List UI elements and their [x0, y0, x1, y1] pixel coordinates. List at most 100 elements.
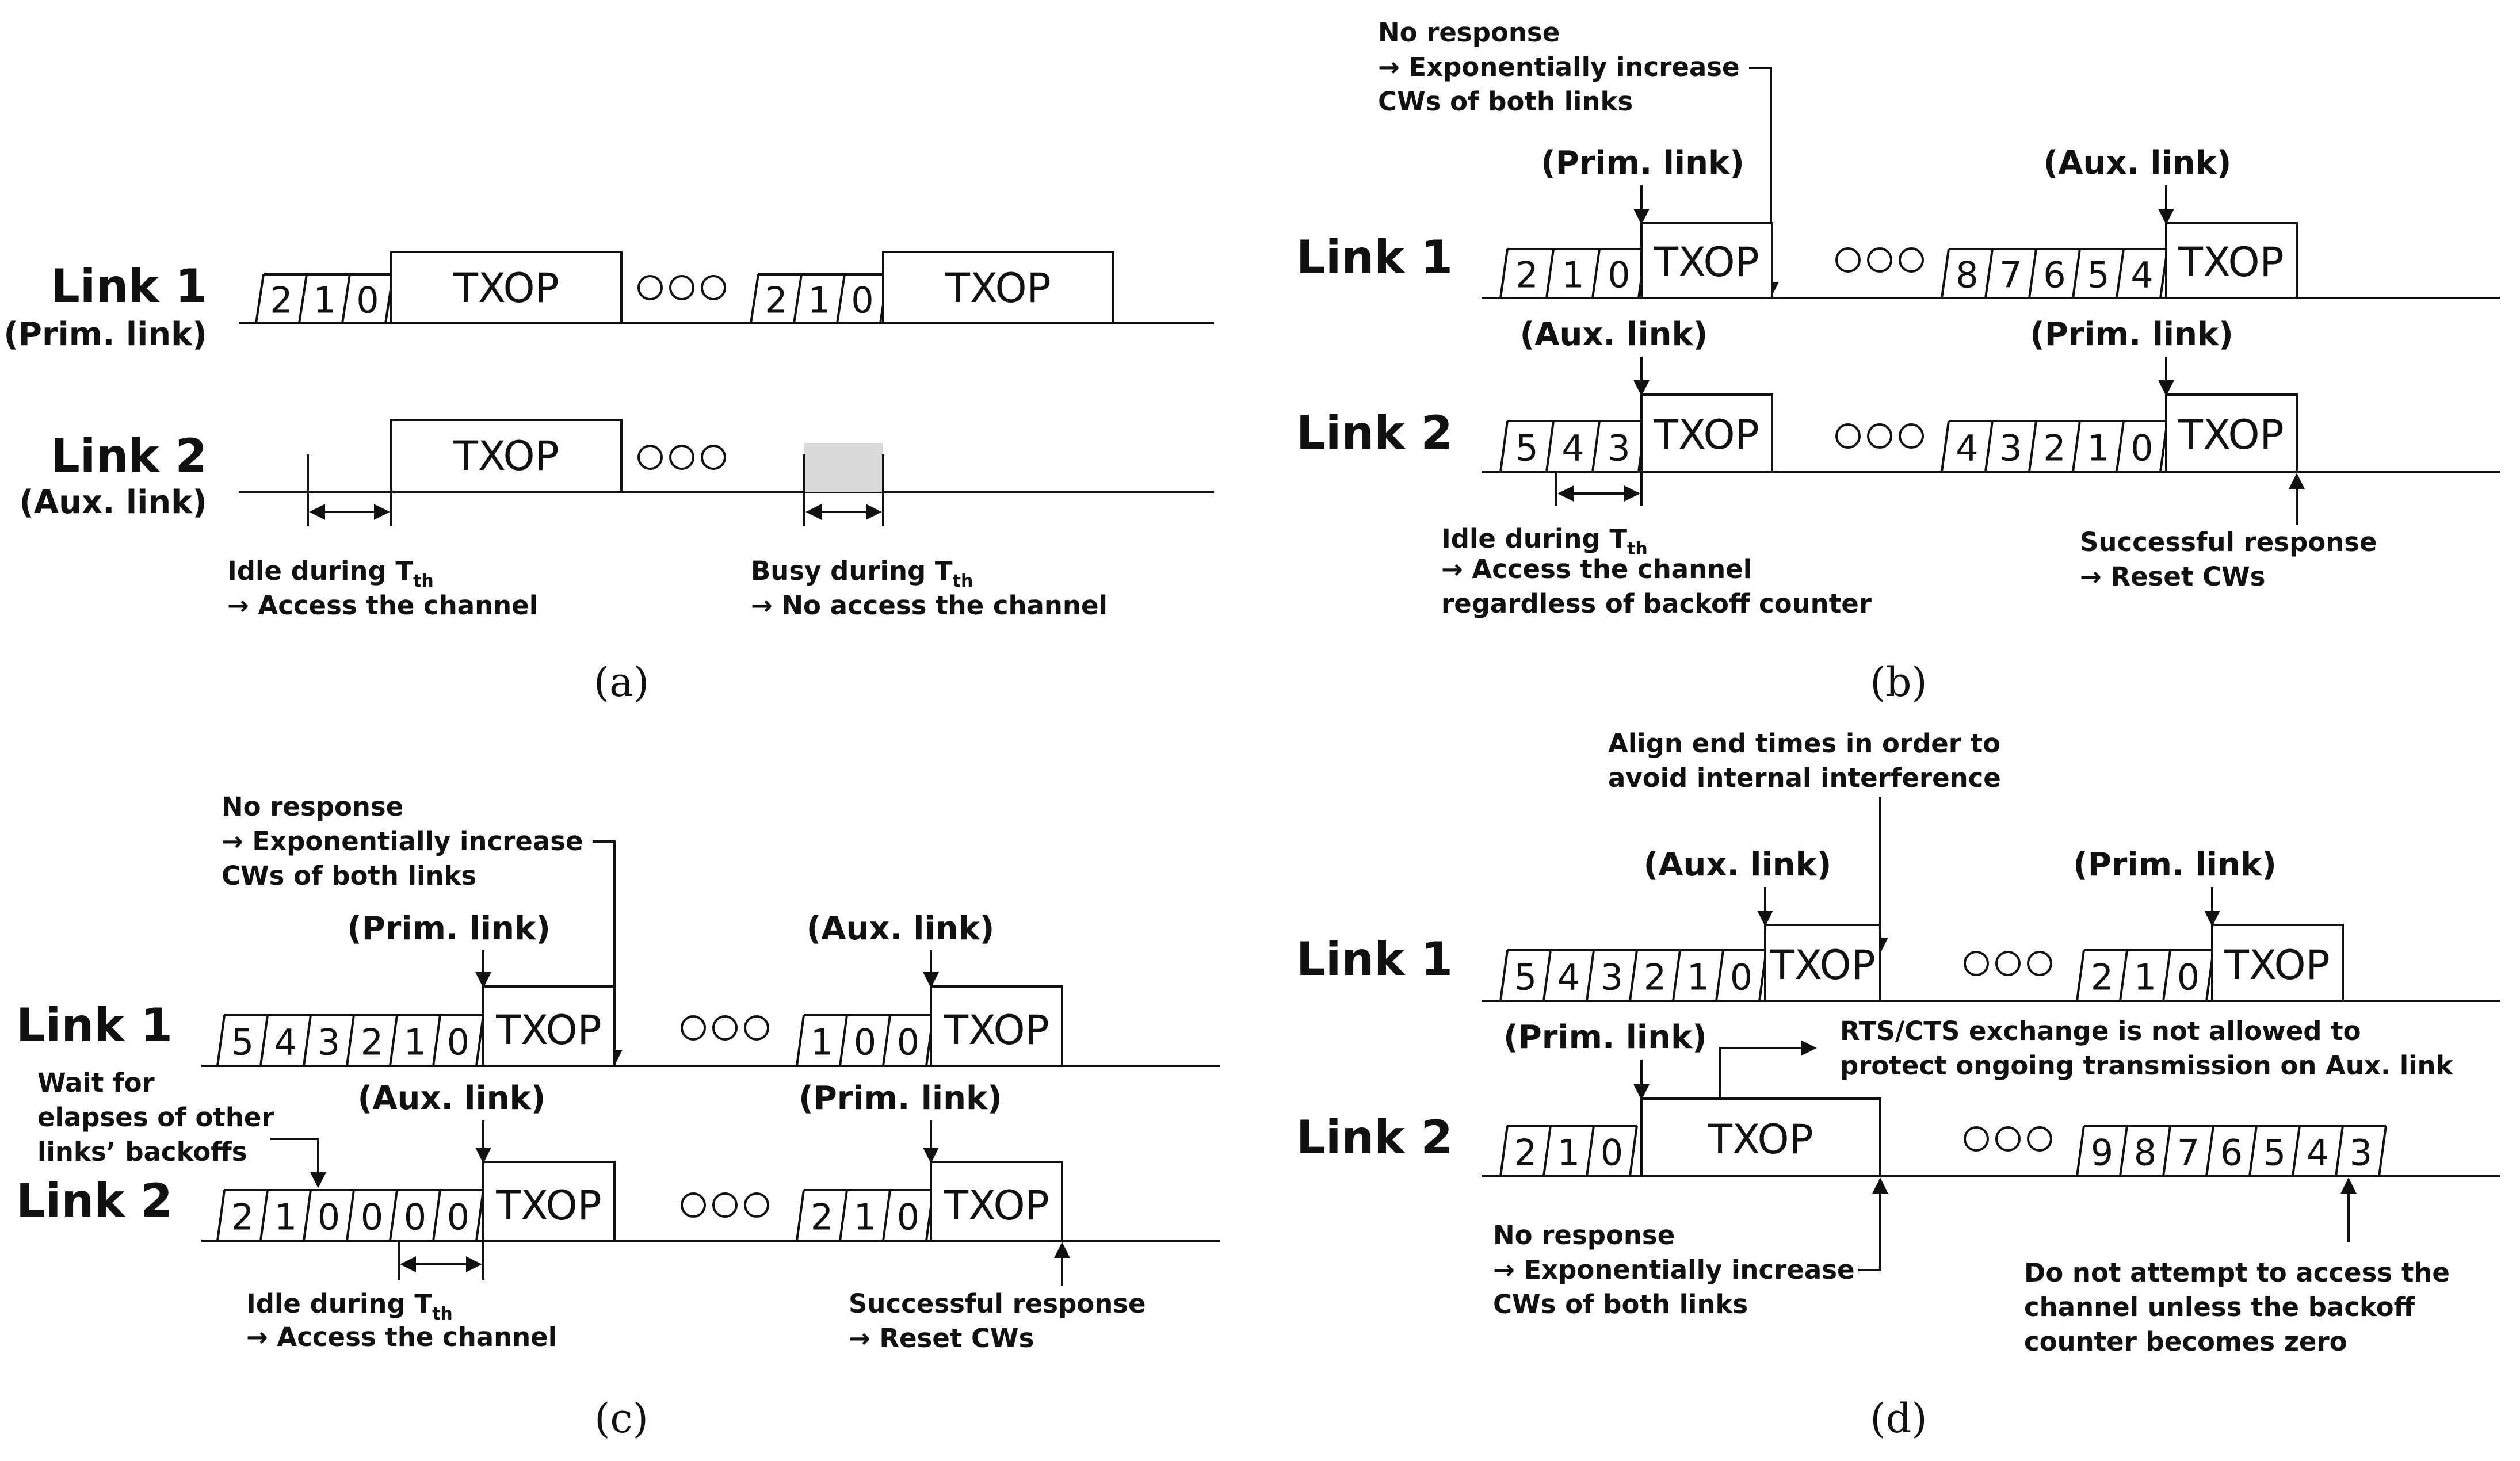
- panel-c-link2-ellipsis: [681, 1192, 769, 1218]
- counter-cell: 5: [1514, 957, 1537, 999]
- panel-c-link1-txop-1-label: TXOP: [495, 1007, 602, 1054]
- panel-a-busy-note-2: → No access the channel: [751, 590, 1108, 621]
- panel-b-link2-ellipsis: [1835, 423, 1924, 449]
- counter-divider: [2072, 248, 2081, 299]
- counter-divider: [1629, 950, 1638, 1001]
- counter-cell: 8: [2134, 1132, 2156, 1174]
- counter-cell: 6: [2043, 254, 2065, 296]
- panel-d-link1-tag-1: (Aux. link): [1644, 846, 1832, 884]
- panel-b-link2-txop-1-label: TXOP: [1653, 411, 1759, 458]
- panel-c-noresp-3: CWs of both links: [222, 860, 476, 891]
- counter-cell: 3: [318, 1022, 340, 1064]
- panel-a-busy-note-1: Busy during Tth: [751, 556, 973, 591]
- panel-d-noresp-3: CWs of both links: [1493, 1289, 1748, 1320]
- counter-cell: 0: [1601, 1132, 1623, 1174]
- counter-cell: 1: [313, 279, 335, 321]
- panel-b-noresp-3: CWs of both links: [1378, 86, 1633, 117]
- counter-divider: [1542, 950, 1552, 1001]
- panel-b-link2-tag-2: (Prim. link): [2030, 316, 2233, 353]
- counter-cell: 1: [1561, 254, 1584, 296]
- panel-b-link2-txop-2: [2165, 393, 2298, 473]
- panel-c-noresp-1: No response: [222, 791, 403, 822]
- panel-d-align-1: Align end times in order to: [1608, 728, 2000, 759]
- counter-cell: 0: [447, 1196, 469, 1238]
- panel-a-link1-txop-2-label: TXOP: [945, 265, 1051, 312]
- counter-cell: 7: [1999, 254, 2022, 296]
- counter-divider: [216, 1015, 226, 1066]
- counter-divider: [1941, 420, 1950, 472]
- panel-c-link1-tag-2: (Aux. link): [807, 910, 995, 947]
- counter-divider: [1941, 248, 1950, 299]
- counter-divider: [796, 1015, 805, 1066]
- counter-divider: [2335, 1125, 2344, 1177]
- counter-divider: [1499, 950, 1509, 1001]
- panel-d-link2-txop: [1640, 1097, 1881, 1177]
- panel-b-link1-tag-1: (Prim. link): [1541, 144, 1744, 182]
- counter-divider: [346, 1015, 355, 1066]
- counter-cell: 4: [1557, 957, 1580, 999]
- counter-cell: 1: [404, 1022, 426, 1064]
- counter-divider: [1545, 248, 1555, 299]
- panel-b-noresp-arrow: [1749, 67, 1779, 298]
- panel-b-idle-note-1: Idle during Tth: [1441, 523, 1648, 559]
- panel-a-caption: (a): [594, 659, 649, 706]
- counter-cell: 1: [1687, 957, 1709, 999]
- counter-divider: [1499, 1125, 1509, 1177]
- panel-d-link1-txop-2: [2211, 924, 2344, 1002]
- counter-divider: [1672, 950, 1681, 1001]
- counter-cell: 6: [2220, 1132, 2243, 1174]
- panel-d-link2-ellipsis: [1964, 1126, 2052, 1152]
- counter-cell: 1: [2134, 957, 2156, 999]
- panel-b-link1-txop-1-label: TXOP: [1653, 239, 1759, 286]
- panel-b-link1-tag-2: (Aux. link): [2044, 144, 2232, 182]
- counter-divider: [1591, 248, 1601, 299]
- panel-a-link2-label: Link 2: [51, 429, 207, 483]
- panel-d-noresp-arrow: [1858, 1177, 1888, 1271]
- panel-b-link1-txop-2-label: TXOP: [2178, 239, 2284, 286]
- counter-cell: 5: [2087, 254, 2109, 296]
- panel-d-rts-1: RTS/CTS exchange is not allowed to: [1840, 1016, 2361, 1046]
- counter-cell: 0: [1730, 957, 1752, 999]
- counter-divider: [2162, 1125, 2171, 1177]
- counter-cell: 3: [1999, 427, 2022, 469]
- panel-a-link1-txop-1: [390, 251, 623, 324]
- panel-c-link2-tag-1: (Aux. link): [358, 1080, 546, 1117]
- counter-divider: [2076, 950, 2085, 1001]
- panel-c-noresp-2: → Exponentially increase: [222, 826, 583, 856]
- panel-b-link2-tag-1: (Aux. link): [1520, 316, 1708, 353]
- panel-b-idle-note-2: → Access the channel: [1441, 554, 1752, 584]
- counter-divider: [2076, 1125, 2085, 1177]
- panel-d-align-2: avoid internal interference: [1608, 763, 2001, 793]
- panel-b-caption: (b): [1870, 659, 1927, 706]
- panel-c-link1-txop-1: [482, 985, 616, 1067]
- panel-d-rts-2: protect ongoing transmission on Aux. lin…: [1840, 1050, 2454, 1081]
- panel-a-link2-sublabel: (Aux. link): [19, 484, 207, 521]
- panel-c-link1-txop-2-label: TXOP: [943, 1007, 1049, 1054]
- counter-divider: [839, 1015, 848, 1066]
- counter-divider: [2205, 1125, 2214, 1177]
- counter-cell: 1: [854, 1196, 876, 1238]
- counter-cell: 8: [1956, 254, 1978, 296]
- counter-divider: [255, 274, 265, 324]
- counter-cell: 4: [2130, 254, 2153, 296]
- counter-cell: 0: [1608, 254, 1630, 296]
- counter-cell: 9: [2091, 1132, 2113, 1174]
- counter-cell: 2: [765, 279, 787, 321]
- counter-cell: 2: [1514, 1132, 1537, 1174]
- panel-b-link2-txop-2-label: TXOP: [2178, 411, 2284, 458]
- counter-divider: [1984, 420, 1994, 472]
- panel-b-success-note-2: → Reset CWs: [2080, 561, 2265, 592]
- counter-divider: [1586, 1125, 1595, 1177]
- panel-c-wait-3: links’ backoffs: [37, 1137, 247, 1167]
- panel-a-busy-indicator: [804, 443, 883, 492]
- panel-a-link1-txop-1-label: TXOP: [453, 265, 559, 312]
- panel-c: No response → Exponentially increase CWs…: [16, 791, 1220, 1442]
- panel-b-noresp-2: → Exponentially increase: [1378, 52, 1740, 82]
- counter-cell: 4: [274, 1022, 297, 1064]
- panel-d: Align end times in order to avoid intern…: [1296, 728, 2500, 1442]
- panel-a-link1-sublabel: (Prim. link): [3, 316, 207, 353]
